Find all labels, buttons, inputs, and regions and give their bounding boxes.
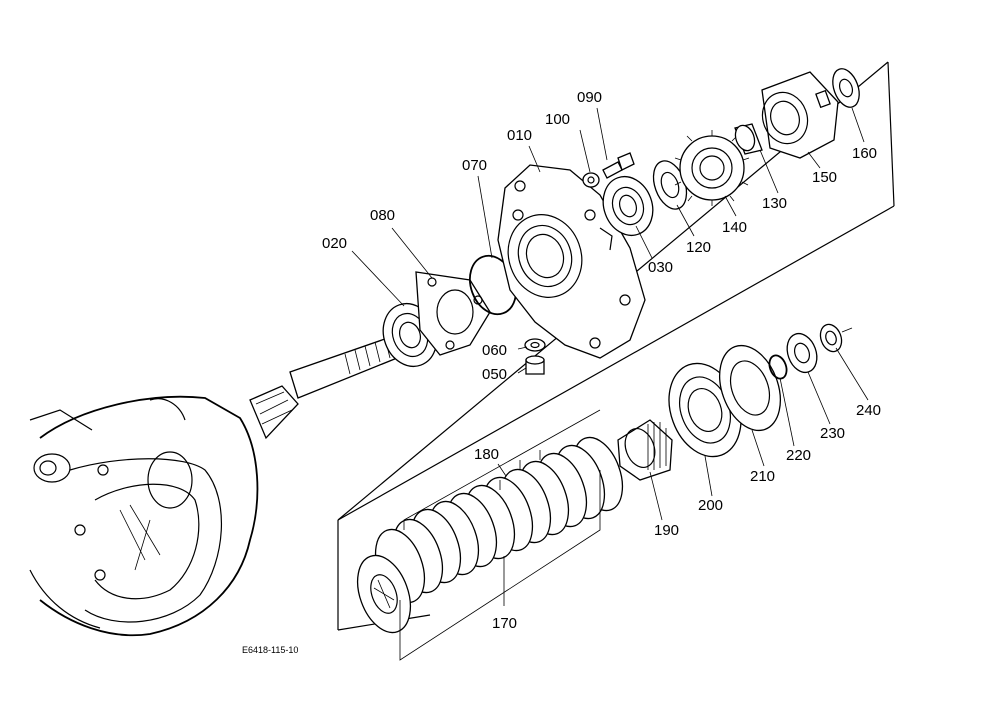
label-120: 120: [686, 239, 711, 256]
label-030: 030: [648, 259, 673, 276]
nut-100: [582, 172, 600, 188]
bearing-030: [602, 175, 654, 237]
label-130: 130: [762, 195, 787, 212]
nut-240: [819, 323, 853, 353]
label-150: 150: [812, 169, 837, 186]
spline-hub-190: [617, 419, 673, 481]
label-200: 200: [698, 497, 723, 514]
gear-140: [674, 130, 750, 206]
bolt-090: [602, 152, 635, 179]
washer-160: [832, 68, 860, 108]
label-210: 210: [750, 468, 775, 485]
label-100: 100: [545, 111, 570, 128]
part-labels: 010 020 030 050 060 070 080 090 100 120 …: [242, 89, 881, 655]
label-060: 060: [482, 342, 507, 359]
bearing-230: [786, 332, 818, 374]
label-160: 160: [852, 145, 877, 162]
label-140: 140: [722, 219, 747, 236]
label-020: 020: [322, 235, 347, 252]
label-190: 190: [654, 522, 679, 539]
label-010: 010: [507, 127, 532, 144]
ring-220: [768, 354, 788, 380]
figure-code: E6418-115-10: [242, 645, 298, 655]
label-180: 180: [474, 446, 499, 463]
label-090: 090: [577, 89, 602, 106]
label-240: 240: [856, 402, 881, 419]
label-220: 220: [786, 447, 811, 464]
washer-060: [524, 338, 546, 352]
transmission-case: [29, 395, 259, 637]
hub-150: [761, 71, 839, 159]
clutch-plate-pack: [356, 409, 624, 661]
label-050: 050: [482, 366, 507, 383]
plug-050: [525, 355, 545, 375]
label-070: 070: [462, 157, 487, 174]
collar-130: [734, 123, 763, 155]
label-080: 080: [370, 207, 395, 224]
label-230: 230: [820, 425, 845, 442]
label-170: 170: [492, 615, 517, 632]
leader-lines: [351, 107, 869, 606]
